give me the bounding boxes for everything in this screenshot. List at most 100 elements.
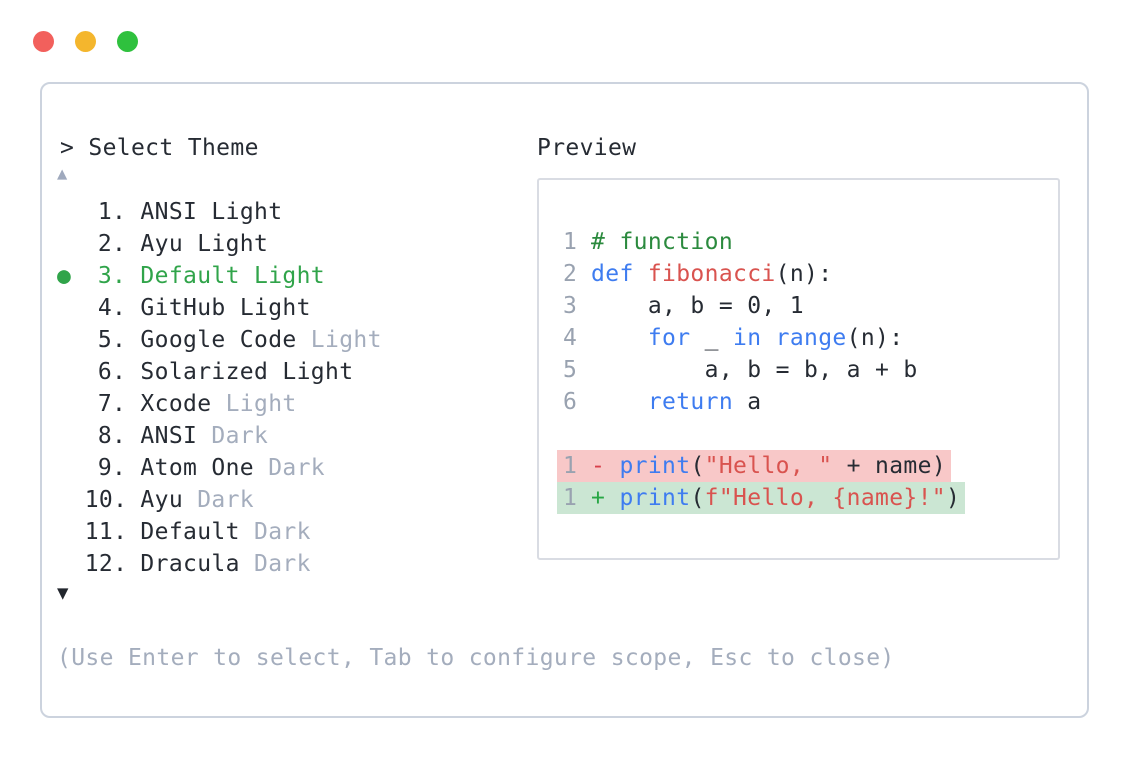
theme-option-8[interactable]: 8. ANSI Dark bbox=[57, 420, 382, 452]
theme-name: Ayu bbox=[140, 487, 198, 513]
code-line: 3 a, b = 0, 1 bbox=[563, 290, 1058, 322]
code-token: print bbox=[619, 453, 691, 479]
line-number: 6 bbox=[563, 389, 578, 415]
theme-variant: Dark bbox=[268, 455, 325, 481]
theme-number: 12. bbox=[84, 551, 128, 577]
diff-sign-added: + bbox=[591, 485, 606, 511]
code-token: + name) bbox=[832, 453, 947, 479]
diff-sign-removed: - bbox=[591, 453, 606, 479]
code-token: (n): bbox=[846, 325, 904, 351]
theme-name: Solarized bbox=[140, 359, 283, 385]
code-token: ( bbox=[690, 453, 705, 479]
code-token: ) bbox=[946, 485, 961, 511]
code-token: print bbox=[619, 485, 691, 511]
diff-added-chunk: 1 + print(f"Hello, {name}!") bbox=[557, 482, 966, 514]
theme-variant: Light bbox=[225, 391, 297, 417]
theme-option-11[interactable]: 11. Default Dark bbox=[57, 516, 382, 548]
theme-number: 7. bbox=[97, 391, 127, 417]
code-token: a bbox=[733, 389, 762, 415]
theme-option-7[interactable]: 7. Xcode Light bbox=[57, 388, 382, 420]
theme-number: 3. bbox=[97, 263, 127, 289]
close-window-button[interactable] bbox=[33, 31, 54, 52]
code-token: fibonacci bbox=[647, 261, 776, 287]
selected-indicator-icon: ● bbox=[57, 263, 72, 289]
code-line: 2 def fibonacci(n): bbox=[563, 258, 1058, 290]
theme-number: 10. bbox=[84, 487, 128, 513]
theme-name: Dracula bbox=[140, 551, 254, 577]
code-token bbox=[634, 261, 648, 287]
code-token: "Hello, " bbox=[704, 453, 833, 479]
theme-number: 1. bbox=[97, 199, 127, 225]
theme-variant: Light bbox=[239, 295, 311, 321]
theme-option-12[interactable]: 12. Dracula Dark bbox=[57, 548, 382, 580]
theme-variant: Dark bbox=[254, 551, 311, 577]
code-token: range bbox=[775, 325, 847, 351]
theme-variant: Light bbox=[310, 327, 382, 353]
theme-number: 4. bbox=[97, 295, 127, 321]
theme-number: 11. bbox=[84, 519, 128, 545]
theme-number: 8. bbox=[97, 423, 127, 449]
theme-variant: Dark bbox=[254, 519, 311, 545]
theme-name: Atom One bbox=[140, 455, 269, 481]
minimize-window-button[interactable] bbox=[75, 31, 96, 52]
code-token: return bbox=[647, 389, 734, 415]
theme-variant: Light bbox=[282, 359, 354, 385]
code-token bbox=[591, 389, 648, 415]
diff-removed-chunk: 1 - print("Hello, " + name) bbox=[557, 450, 952, 482]
theme-option-4[interactable]: 4. GitHub Light bbox=[57, 292, 382, 324]
line-number: 1 bbox=[563, 453, 578, 479]
theme-name: GitHub bbox=[140, 295, 240, 321]
theme-option-2[interactable]: 2. Ayu Light bbox=[57, 228, 382, 260]
code-token: a, b = 0, 1 bbox=[591, 293, 805, 319]
code-token: ( bbox=[690, 485, 705, 511]
theme-variant: Light bbox=[254, 263, 325, 289]
theme-option-6[interactable]: 6. Solarized Light bbox=[57, 356, 382, 388]
keyboard-hint: (Use Enter to select, Tab to configure s… bbox=[57, 645, 895, 671]
theme-number: 5. bbox=[97, 327, 127, 353]
code-token: (n): bbox=[775, 261, 833, 287]
line-number: 4 bbox=[563, 325, 578, 351]
scroll-down-icon[interactable]: ▼ bbox=[57, 582, 69, 604]
theme-option-9[interactable]: 9. Atom One Dark bbox=[57, 452, 382, 484]
theme-name: ANSI bbox=[140, 199, 212, 225]
theme-name: Xcode bbox=[140, 391, 226, 417]
theme-name: Default bbox=[140, 263, 254, 289]
code-token: _ bbox=[690, 325, 734, 351]
scroll-up-icon[interactable]: ▲ bbox=[57, 164, 68, 184]
theme-name: Default bbox=[140, 519, 254, 545]
line-number: 1 bbox=[563, 229, 578, 255]
code-token bbox=[591, 325, 648, 351]
theme-variant: Dark bbox=[197, 487, 255, 513]
line-number: 5 bbox=[563, 357, 578, 383]
theme-option-5[interactable]: 5. Google Code Light bbox=[57, 324, 382, 356]
theme-option-10[interactable]: 10. Ayu Dark bbox=[57, 484, 382, 516]
line-number: 3 bbox=[563, 293, 578, 319]
theme-number: 2. bbox=[97, 231, 127, 257]
code-line: 4 for _ in range(n): bbox=[563, 322, 1058, 354]
theme-variant: Light bbox=[211, 199, 283, 225]
code-line: 6 return a bbox=[563, 386, 1058, 418]
code-token bbox=[761, 325, 775, 351]
select-theme-prompt: > Select Theme bbox=[60, 135, 259, 161]
diff-added-line: 1 + print(f"Hello, {name}!") bbox=[557, 482, 1058, 514]
theme-variant: Light bbox=[197, 231, 269, 257]
theme-number: 9. bbox=[97, 455, 127, 481]
theme-name: Ayu bbox=[140, 231, 198, 257]
code-line: 1 # function bbox=[563, 226, 1058, 258]
line-number: 1 bbox=[563, 485, 578, 511]
theme-name: ANSI bbox=[140, 423, 212, 449]
code-token: in bbox=[733, 325, 762, 351]
theme-option-1[interactable]: 1. ANSI Light bbox=[57, 196, 382, 228]
preview-title: Preview bbox=[537, 135, 637, 161]
zoom-window-button[interactable] bbox=[117, 31, 138, 52]
line-number: 2 bbox=[563, 261, 578, 287]
code-line: 5 a, b = b, a + b bbox=[563, 354, 1058, 386]
theme-name: Google Code bbox=[140, 327, 311, 353]
theme-option-3[interactable]: ● 3. Default Light bbox=[57, 260, 382, 292]
window-controls bbox=[33, 31, 138, 52]
code-token: def bbox=[591, 261, 634, 287]
